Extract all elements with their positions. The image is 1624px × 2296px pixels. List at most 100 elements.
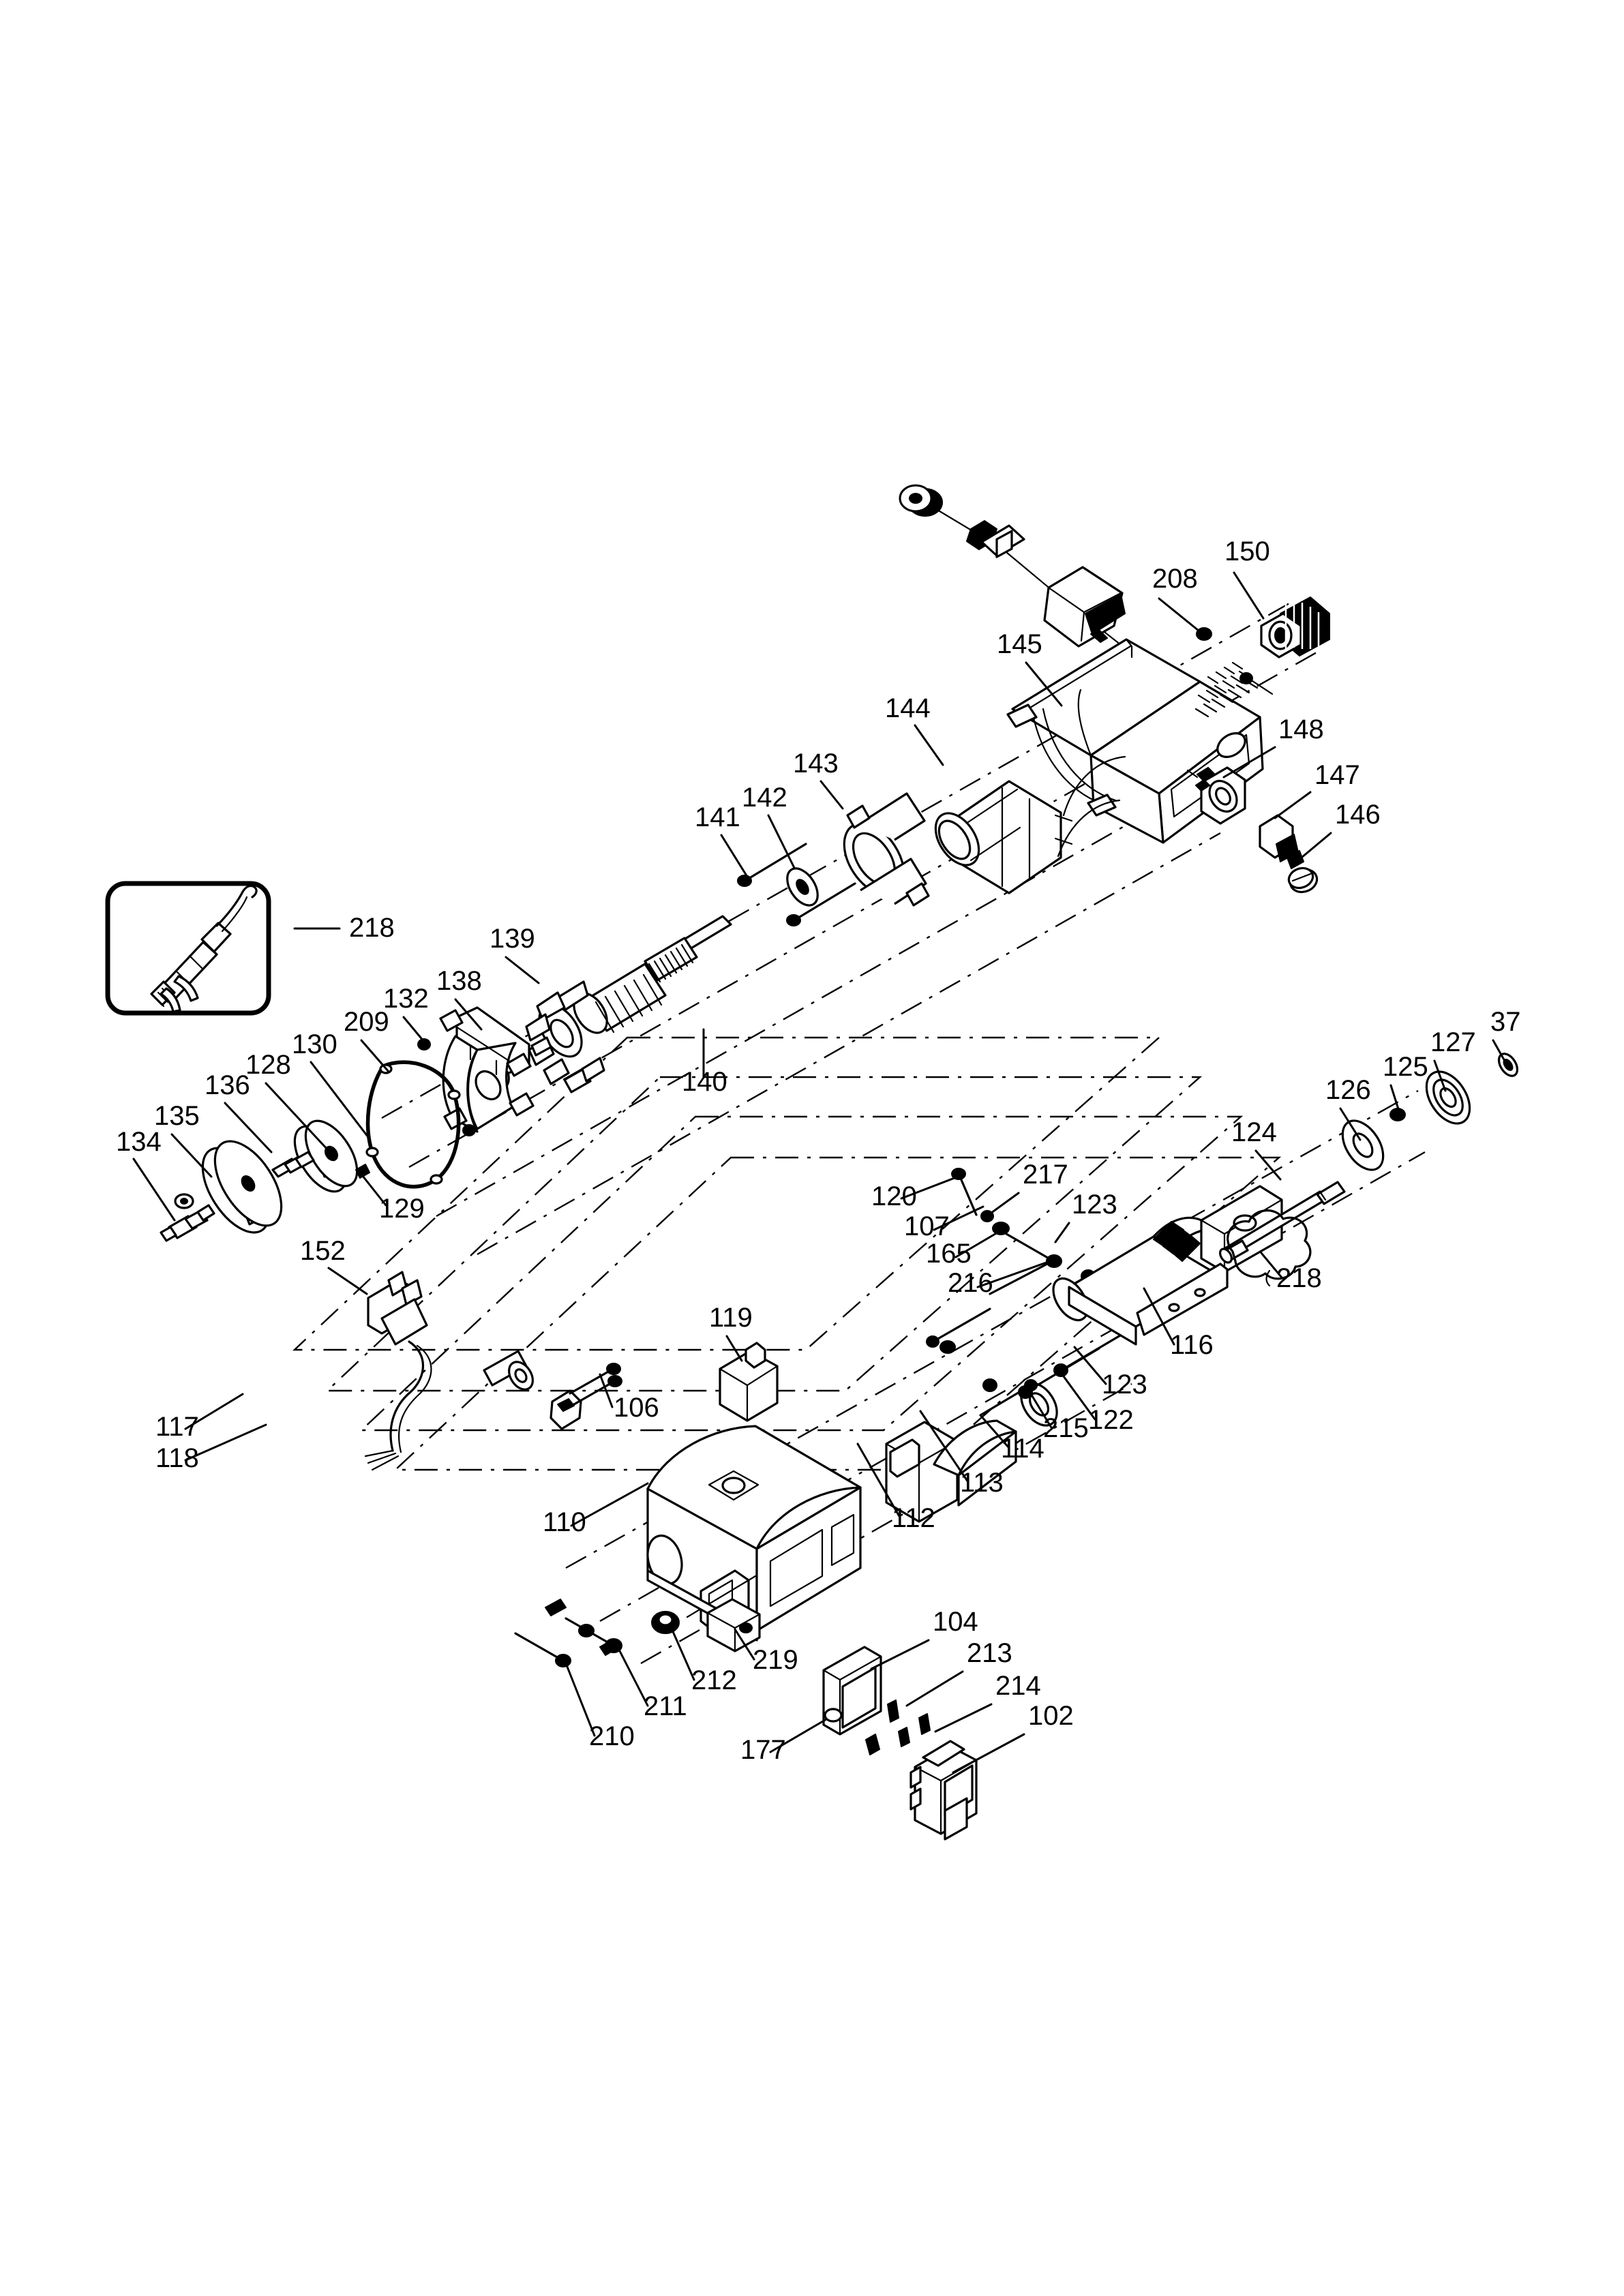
part-number-label: 210 [589,1721,635,1751]
screw-210b [545,1599,595,1637]
pin-216c [982,1378,997,1392]
callout-122: 122 [1057,1368,1134,1435]
screw-208 [1196,627,1212,641]
leader-line [734,1628,755,1661]
callout-123: 123 [1073,1346,1147,1400]
leader-line [599,1373,614,1408]
trigger-switch-102 [909,1740,978,1841]
grease-gun-icon [150,884,258,1013]
leader-line [819,780,844,810]
part-number-label: 134 [116,1127,162,1157]
part-number-label: 125 [1383,1052,1428,1082]
part-number-label: 114 [1001,1434,1044,1464]
part-number-label: 104 [933,1607,978,1637]
part-number-label: 219 [753,1645,798,1675]
callout-118: 118 [155,1423,267,1473]
leader-line [933,1205,984,1231]
leader-line [170,1133,213,1178]
part-number-label: 139 [490,924,535,954]
part-number-label: 123 [1102,1370,1147,1400]
callout-218: 218 [293,913,395,943]
callout-150: 150 [1224,537,1270,620]
part-number-label: 145 [997,629,1042,659]
callout-219: 219 [734,1628,798,1675]
key-129 [355,1164,370,1179]
leader-line [327,1267,368,1295]
part-number-label: 124 [1231,1117,1277,1147]
callout-130: 130 [292,1029,370,1138]
part-number-label: 106 [614,1393,659,1423]
leader-line [769,1718,828,1753]
screw-211b [599,1638,620,1656]
part-number-label: 150 [1224,537,1270,567]
screw-214 [918,1713,931,1735]
callout-140: 140 [682,1028,727,1097]
bearing-127 [1425,1070,1471,1125]
callout-107: 107 [904,1205,984,1241]
spring-clip-213 [887,1700,899,1723]
strain-relief-118 [483,1350,534,1391]
carbon-brush-147 [1259,814,1304,869]
leader-line [976,1258,1055,1288]
part-number-label: 177 [740,1735,786,1765]
leader-line [618,1648,649,1707]
leader-line [934,1703,993,1733]
leader-line [454,998,483,1031]
leader-line [570,1482,649,1527]
spindle-124 [1219,1181,1346,1264]
screw-177 [865,1734,880,1755]
leader-line [184,1393,244,1430]
pin-216b [926,1308,991,1354]
callout-128: 128 [245,1050,330,1152]
leader-line [1143,1287,1175,1346]
callout-113: 113 [919,1410,1004,1498]
callout-120: 120 [871,1177,956,1211]
leader-line [1027,1388,1053,1429]
leader-line [914,724,944,766]
part-number-label: 132 [383,984,429,1014]
leader-line [1233,571,1265,620]
leader-line [1292,832,1332,866]
part-number-label: 218 [1276,1263,1322,1293]
callout-142: 142 [742,783,796,869]
part-number-label: 127 [1430,1027,1476,1057]
leader-line [265,1082,330,1152]
part-number-label: 141 [695,802,740,832]
callout-217: 217 [987,1160,1068,1216]
part-number-label: 130 [292,1029,337,1059]
screw-214b [898,1727,910,1747]
part-number-label: 37 [1490,1007,1521,1037]
part-number-label: 112 [892,1503,935,1533]
part-number-label: 138 [436,966,482,996]
pin-208b [1239,672,1274,695]
pin-165 [1005,1233,1053,1261]
callout-145: 145 [997,629,1063,707]
switch-plate-104 [822,1646,882,1736]
leader-line [870,1639,930,1670]
callout-110: 110 [543,1482,649,1537]
cord-clamp-106 [550,1363,622,1430]
callout-117: 117 [155,1393,244,1442]
callout-144: 144 [885,693,944,766]
callout-214: 214 [934,1671,1041,1733]
part-number-label: 113 [960,1468,1004,1498]
housing-vents [1194,661,1259,718]
part-number-label: 136 [205,1070,250,1100]
part-number-label: 119 [709,1303,753,1333]
leader-line [1254,1149,1282,1181]
callout-211: 211 [618,1648,687,1721]
part-number-label: 117 [155,1412,199,1442]
leader-line [987,1192,1020,1216]
leader-line [1054,1222,1070,1243]
leader-line [224,1102,273,1153]
part-number-label: 135 [154,1101,200,1131]
part-number-label: 144 [885,693,931,723]
part-number-label: 208 [1152,564,1198,594]
leader-line [184,1423,267,1462]
part-number-label: 122 [1088,1405,1134,1435]
leader-line [1073,1346,1107,1385]
grease-blob-218 [1227,1209,1312,1287]
callout-209: 209 [344,1007,390,1073]
part-number-label: 215 [1043,1413,1089,1443]
washer-107 [992,1222,1010,1235]
